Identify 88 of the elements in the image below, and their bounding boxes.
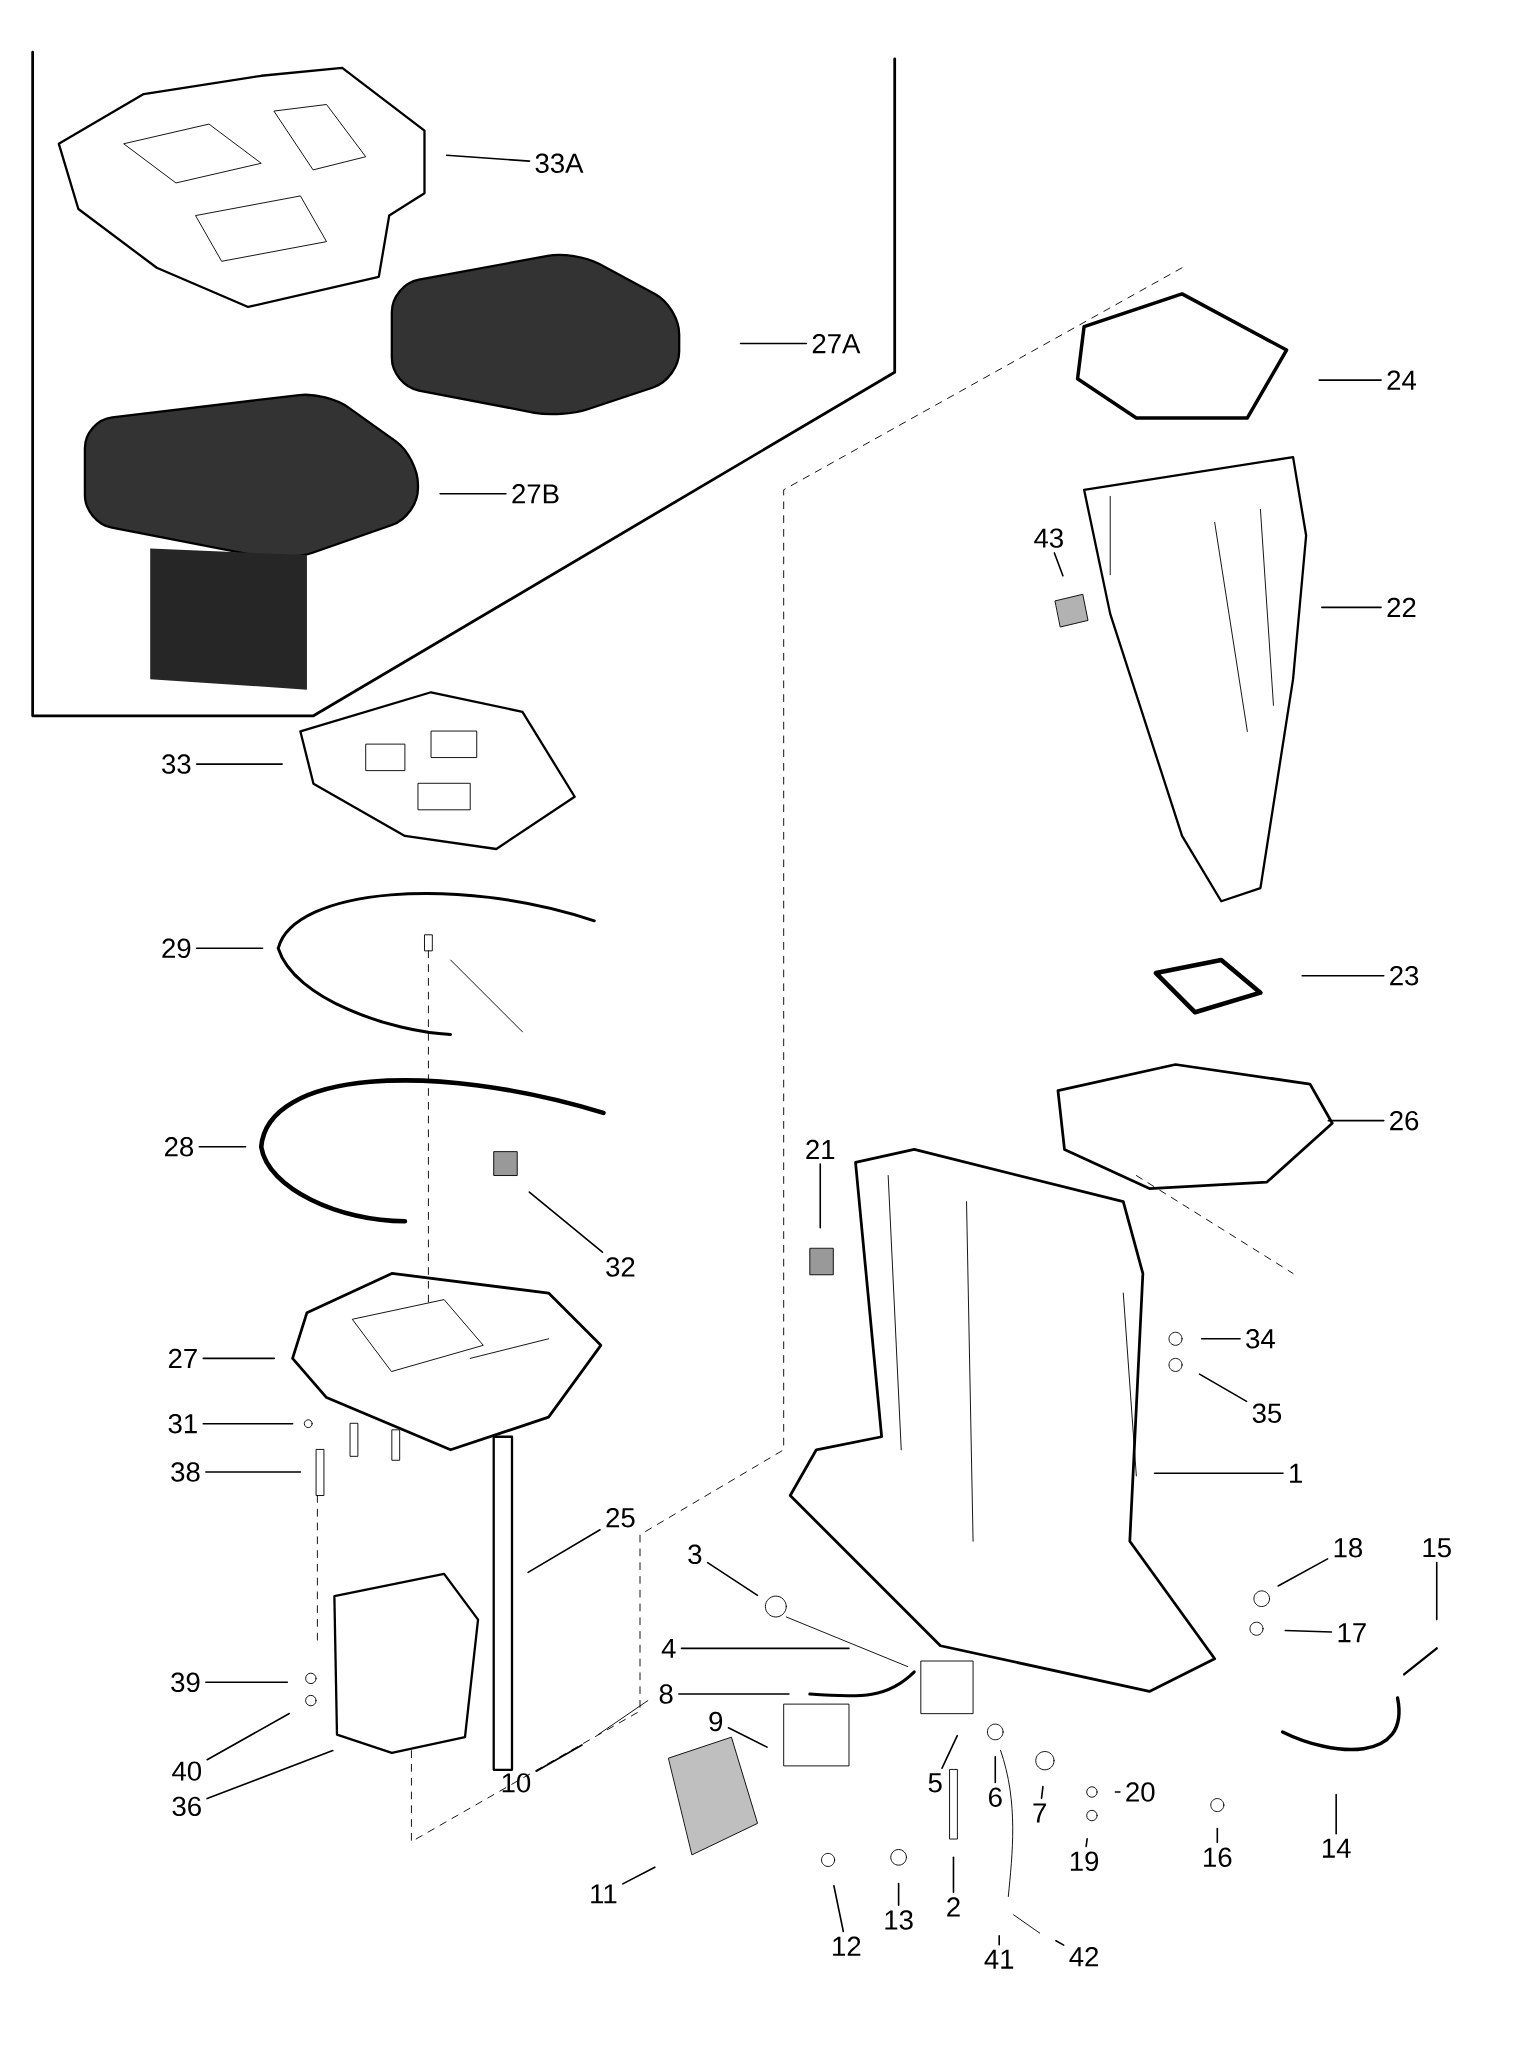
leader-line xyxy=(1200,1338,1241,1340)
leader-line xyxy=(952,1856,955,1894)
callout-number: 41 xyxy=(984,1949,1013,1969)
leader-line xyxy=(528,1191,603,1253)
callout-number: 2 xyxy=(946,1897,960,1917)
leader-line xyxy=(1277,1558,1329,1587)
callout-number: 22 xyxy=(1387,597,1416,617)
callout-number: 34 xyxy=(1245,1329,1275,1349)
callout-number: 31 xyxy=(168,1413,197,1434)
leader-line xyxy=(706,1561,759,1597)
callout-number: 27B xyxy=(512,484,559,504)
callout-number: 26 xyxy=(1389,1110,1418,1131)
callout-number: 35 xyxy=(1252,1403,1281,1423)
callout-number: 18 xyxy=(1334,1538,1362,1558)
callout-number: 7 xyxy=(1033,1803,1046,1823)
leader-line xyxy=(680,1647,850,1650)
callout-number: 32 xyxy=(605,1257,635,1277)
callout-number: 42 xyxy=(1069,1947,1098,1967)
callout-number: 28 xyxy=(164,1137,193,1157)
callout-number: 6 xyxy=(988,1787,1002,1807)
leader-line xyxy=(445,154,531,162)
callout-number: 29 xyxy=(162,938,191,958)
leader-line xyxy=(1114,1791,1121,1793)
leader-line xyxy=(1054,1939,1065,1946)
leader-line xyxy=(819,1163,821,1229)
callout-number: 24 xyxy=(1387,370,1416,390)
leader-line xyxy=(677,1693,790,1695)
leader-line xyxy=(1085,1838,1088,1848)
leader-line xyxy=(535,1744,583,1772)
leader-line xyxy=(832,1884,844,1933)
callout-number: 19 xyxy=(1070,1851,1098,1871)
leader-line xyxy=(1327,1119,1385,1122)
leader-line xyxy=(198,1146,247,1148)
callout-number: 10 xyxy=(502,1773,530,1793)
leader-line xyxy=(1216,1827,1218,1844)
callout-number: 8 xyxy=(659,1684,673,1704)
callout-number: 33A xyxy=(535,153,584,173)
leader-line xyxy=(206,1749,334,1800)
callout-number: 15 xyxy=(1423,1538,1451,1558)
leader-line xyxy=(941,1734,958,1769)
callout-number: 25 xyxy=(606,1508,635,1528)
leader-line xyxy=(1040,1785,1044,1800)
leader-line xyxy=(202,1357,275,1360)
callout-number: 1 xyxy=(1289,1463,1302,1483)
callout-number: 33 xyxy=(161,754,191,774)
callout-number: 14 xyxy=(1322,1838,1351,1858)
callout-number: 40 xyxy=(171,1761,201,1781)
leader-line xyxy=(1435,1561,1438,1621)
leader-line xyxy=(621,1866,656,1885)
callout-number: 21 xyxy=(806,1139,834,1159)
leader-line xyxy=(204,1471,301,1473)
leader-line xyxy=(1284,1629,1333,1633)
leader-line xyxy=(206,1712,290,1761)
callout-number: 13 xyxy=(885,1910,913,1930)
callout-number: 16 xyxy=(1203,1847,1232,1868)
leader-line xyxy=(994,1755,996,1784)
callout-number: 38 xyxy=(170,1462,200,1482)
callout-number: 17 xyxy=(1338,1623,1366,1643)
leader-line xyxy=(1301,974,1385,977)
leader-line xyxy=(195,763,283,765)
leader-line xyxy=(897,1882,900,1907)
leader-line xyxy=(1320,606,1382,609)
leader-line xyxy=(1053,552,1064,577)
leader-line xyxy=(202,1422,294,1425)
leader-line xyxy=(439,492,507,495)
leader-line xyxy=(1318,379,1382,381)
leader-line xyxy=(1153,1472,1284,1475)
callout-number: 27A xyxy=(812,333,861,354)
callout-number: 3 xyxy=(688,1544,702,1565)
callout-number: 12 xyxy=(832,1936,861,1956)
callout-number: 27 xyxy=(168,1348,197,1368)
callout-number: 9 xyxy=(709,1711,722,1732)
leader-line xyxy=(204,1681,288,1684)
callout-number: 5 xyxy=(928,1773,942,1793)
leader-line xyxy=(998,1934,1000,1946)
leader-line xyxy=(739,342,807,345)
callout-number: 11 xyxy=(591,1884,617,1904)
callout-number: 20 xyxy=(1126,1782,1155,1802)
leader-line xyxy=(195,947,264,950)
callout-number: 4 xyxy=(661,1638,676,1658)
callout-number: 39 xyxy=(170,1672,200,1693)
leader-line xyxy=(527,1529,601,1574)
leader-line xyxy=(727,1727,768,1748)
callout-number: 43 xyxy=(1033,528,1063,548)
leader-line xyxy=(1198,1373,1248,1403)
leader-line xyxy=(1335,1793,1337,1835)
callout-number: 23 xyxy=(1389,965,1418,986)
callout-number: 36 xyxy=(172,1796,201,1817)
